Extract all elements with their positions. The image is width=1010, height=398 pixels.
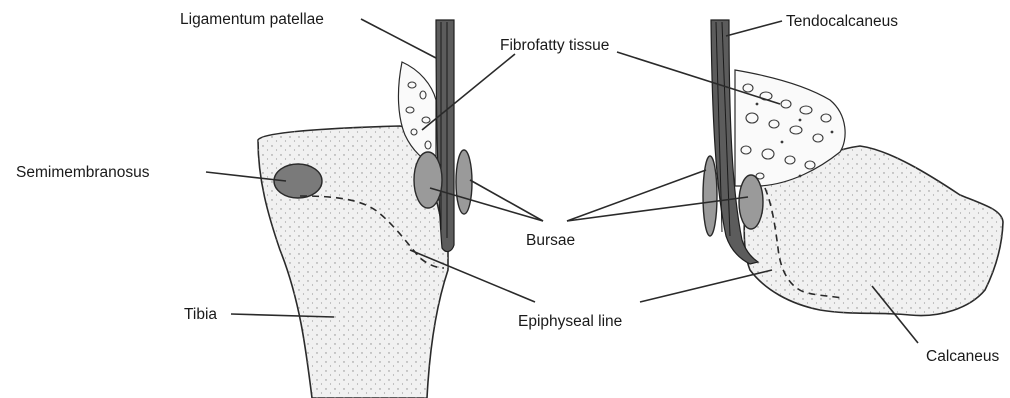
label-epiphyseal-line: Epiphyseal line [518, 313, 622, 330]
label-ligamentum-patellae: Ligamentum patellae [180, 11, 324, 28]
tibia-illustration [258, 20, 472, 398]
label-bursae: Bursae [526, 232, 575, 249]
label-calcaneus: Calcaneus [926, 348, 999, 365]
bursa-subcutaneous-infrapatellar [456, 150, 472, 214]
label-fibrofatty-tissue: Fibrofatty tissue [500, 37, 609, 54]
calcaneus-illustration [703, 20, 1003, 316]
label-semimembranosus: Semimembranosus [16, 164, 150, 181]
bursa-retrocalcaneal [739, 175, 763, 229]
bursa-deep-infrapatellar [414, 152, 442, 208]
bursa-subcutaneous-calcaneal [703, 156, 717, 236]
label-tibia: Tibia [184, 306, 217, 323]
label-tendocalcaneus: Tendocalcaneus [786, 13, 898, 30]
